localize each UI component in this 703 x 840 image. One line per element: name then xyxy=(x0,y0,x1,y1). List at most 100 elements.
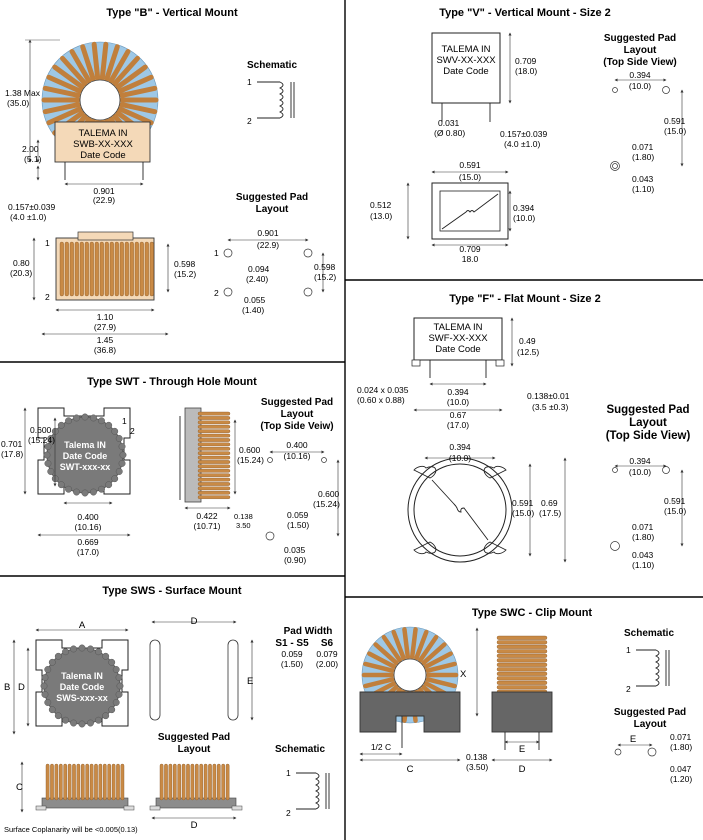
dim-pad-v-h-label: 0.591 xyxy=(664,116,686,126)
dim-pad-f-w-label: 0.394 xyxy=(629,456,651,466)
toroid-tooth xyxy=(40,682,48,690)
dim-f-top-w-label: 0.394 xyxy=(449,442,471,452)
side-winding xyxy=(98,763,103,801)
pad-v-1 xyxy=(612,87,618,93)
toroid-tooth xyxy=(115,435,123,442)
side-winding xyxy=(496,653,548,658)
toroid-tooth xyxy=(65,417,72,425)
side-winding xyxy=(197,495,231,500)
toroid-tooth xyxy=(44,666,52,673)
dim-v-lead-d: 0.031 xyxy=(438,118,460,128)
toroid-tooth xyxy=(108,706,116,714)
toroid-tooth xyxy=(119,451,127,459)
toroid-tooth xyxy=(65,485,72,493)
side-winding xyxy=(89,241,94,297)
dim-swt-side-w-label: 0.422 xyxy=(196,511,218,521)
dim-v-top-h-mm: (13.0) xyxy=(370,211,392,221)
foot-f-left xyxy=(411,359,421,367)
toroid-tooth xyxy=(54,652,62,660)
swc-side-view xyxy=(496,635,548,694)
winding-turn xyxy=(363,677,395,689)
side-winding xyxy=(197,486,231,491)
side-winding xyxy=(186,763,190,801)
case-b xyxy=(54,121,151,163)
dim-sws-d-label: D xyxy=(18,682,25,693)
dim-pad-v-d1-mm: (1.80) xyxy=(632,152,654,162)
side-winding xyxy=(119,241,124,297)
side-winding xyxy=(197,442,231,447)
toroid-tooth xyxy=(62,648,69,656)
side-winding xyxy=(197,420,231,425)
schematic-swc-pin2: 2 xyxy=(626,684,631,694)
side-winding xyxy=(59,241,64,297)
dim-pad-f-d2: 0.043 xyxy=(632,550,654,560)
dim-pad-b-h-label: 0.598 xyxy=(314,262,336,272)
toroid-tooth xyxy=(54,712,62,720)
sws-foot xyxy=(123,805,135,811)
dim-swc-e-label: E xyxy=(519,744,525,755)
side-winding xyxy=(114,241,119,297)
side-winding xyxy=(197,482,231,486)
toroid-tooth xyxy=(62,716,69,724)
side-winding xyxy=(496,685,548,690)
winding-turn xyxy=(108,49,131,84)
dim-swc-half-c-label: 1/2 C xyxy=(371,742,391,752)
dim-swc-x-label: X xyxy=(460,669,467,680)
side-winding xyxy=(144,241,149,297)
side-winding xyxy=(102,763,107,801)
dim-v-h-mm: (18.0) xyxy=(515,66,537,76)
winding-turn xyxy=(42,85,81,98)
pad-f-2 xyxy=(662,466,670,474)
side-winding xyxy=(72,763,76,801)
toroid-tooth xyxy=(44,699,52,706)
panel-type-sws: Type SWS - Surface Mount Talema IN Date … xyxy=(4,585,338,834)
pad-v-title3: (Top Side View) xyxy=(603,57,677,68)
toroid-tooth xyxy=(112,666,120,673)
pad-v-title2: Layout xyxy=(624,45,657,56)
dim-f-h-mm: (12.5) xyxy=(517,347,539,357)
side-winding xyxy=(139,241,144,297)
sws-note: Surface Coplanarity will be <0.005(0.13) xyxy=(4,825,138,834)
dim-pad-f-d1-mm: (1.80) xyxy=(632,532,654,542)
dim-swt-side-l-mm: 3.50 xyxy=(236,521,251,530)
panel-type-v: Type "V" - Vertical Mount - Size 2 TALEM… xyxy=(370,7,686,264)
side-winding xyxy=(107,763,111,801)
case-b-line2: SWB-XX-XXX xyxy=(73,139,133,150)
swt-side-windings xyxy=(197,411,231,500)
dim-pad-swt-w-label: 0.400 xyxy=(286,440,308,450)
toroid-tooth xyxy=(57,481,65,489)
side-winding xyxy=(69,241,74,297)
toroid-tooth xyxy=(112,699,120,706)
side-winding xyxy=(64,241,69,297)
sws-text1: Talema IN xyxy=(61,671,103,681)
side-winding xyxy=(94,241,99,297)
side-winding xyxy=(197,447,231,451)
side-winding xyxy=(149,241,154,297)
side-winding xyxy=(197,429,231,434)
case-f-line1: TALEMA IN xyxy=(434,322,483,333)
top-v-wire xyxy=(441,193,499,230)
winding-turn xyxy=(99,41,109,81)
side-winding xyxy=(216,763,221,801)
pad-v-2 xyxy=(662,86,670,94)
pad-width-col1: S1 - S5 xyxy=(275,638,309,649)
winding-turn xyxy=(417,634,439,663)
side-winding xyxy=(85,763,89,801)
dim-b-height-mm: (35.0) xyxy=(7,98,29,108)
pad-b-pin2: 2 xyxy=(214,288,219,298)
dim-swc-d-label: D xyxy=(519,764,526,775)
sws-foot xyxy=(35,805,47,811)
dim-swc-c-label: C xyxy=(407,764,414,775)
pad-b-title1: Suggested Pad xyxy=(236,192,308,203)
sws-side-view-2 xyxy=(149,763,243,811)
side-winding xyxy=(197,491,231,495)
side-winding xyxy=(208,763,212,801)
dim-pad-swc-d2: 0.047 xyxy=(670,764,692,774)
side-winding xyxy=(496,662,548,667)
side-winding xyxy=(197,473,231,478)
dim-pad-swt-d2: 0.035 xyxy=(284,545,306,555)
case-b-line3: Date Code xyxy=(80,150,125,161)
side-winding xyxy=(496,635,548,640)
pad-swt-title1: Suggested Pad xyxy=(261,397,333,408)
